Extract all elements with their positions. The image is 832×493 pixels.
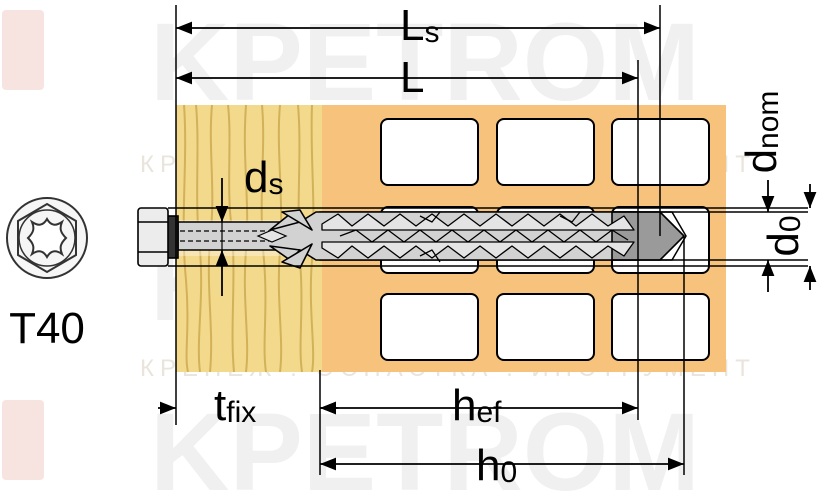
drive-label: T40 xyxy=(9,304,85,353)
label-h0: h0 xyxy=(476,441,517,490)
label-hef: hef xyxy=(452,381,502,430)
wood-grain xyxy=(182,104,315,373)
watermark-logo xyxy=(2,10,44,480)
label-tfix: tfix xyxy=(214,381,256,430)
hex-head xyxy=(137,207,179,267)
screw-shank xyxy=(180,229,288,243)
label-L: L xyxy=(400,53,424,102)
dim-L: L xyxy=(176,53,638,102)
dim-ds: ds xyxy=(215,153,283,296)
dim-Ls: Ls xyxy=(176,1,660,50)
watermark-text-top: KPETROM xyxy=(150,1,700,124)
label-d0: d0 xyxy=(759,215,808,256)
label-ds: ds xyxy=(244,153,283,202)
label-dnom: dnom xyxy=(737,91,786,174)
dim-dnom: dnom xyxy=(737,91,817,290)
dim-h0: h0 xyxy=(320,441,684,490)
label-Ls: Ls xyxy=(400,1,439,50)
torx-drive-icon xyxy=(6,197,88,279)
dim-hef: hef xyxy=(320,381,638,430)
dim-d0: d0 xyxy=(759,180,808,292)
anchor-teeth xyxy=(321,211,635,263)
